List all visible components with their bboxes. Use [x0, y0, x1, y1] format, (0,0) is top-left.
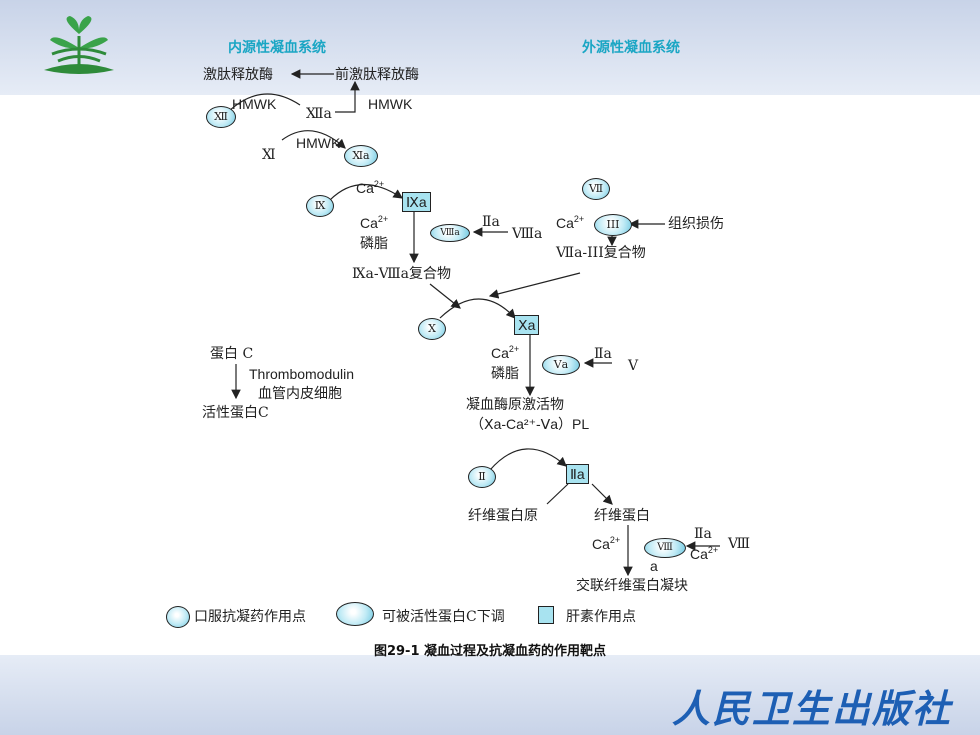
f11-label: Ⅺ — [262, 147, 276, 163]
extrinsic-header: 外源性凝血系统 — [582, 40, 680, 56]
f2-oval: Ⅱ — [468, 466, 496, 488]
hmwk-label-2: HMWK — [368, 96, 413, 112]
ca-label-1: Ca2+ — [356, 179, 385, 197]
kallikrein-label: 激肽释放酶 — [203, 67, 273, 83]
f9-oval: Ⅸ — [306, 195, 334, 217]
f13-oval: Ⅷ — [644, 538, 686, 558]
tissue-damage-label: 组织损伤 — [668, 216, 724, 232]
ca-label-3: Ca2+ — [556, 214, 585, 232]
legend-heparin-icon — [538, 606, 554, 624]
f8a-oval: Ⅷa — [430, 224, 470, 242]
thrombomodulin-label: Thrombomodulin — [249, 366, 355, 382]
prothrombin-activator-label: 凝血酶原激活物 — [466, 397, 564, 413]
f10-oval: Ⅹ — [418, 318, 446, 340]
top-band — [0, 0, 980, 95]
f2a-label-2: Ⅱa — [594, 346, 612, 362]
f5-label: Ⅴ — [628, 358, 639, 374]
prekallikrein-label: 前激肽释放酶 — [335, 67, 419, 83]
phospholipid-label-2: 磷脂 — [491, 366, 519, 382]
legend-protein-c-label: 可被活性蛋白C下调 — [382, 609, 505, 625]
f2a-label-1: Ⅱa — [482, 214, 500, 230]
f5a-oval: Ⅴa — [542, 355, 580, 375]
hmwk-label-1: HMWK — [232, 96, 277, 112]
f9a-f8a-complex-label: Ⅸa-Ⅷa复合物 — [352, 266, 451, 282]
logo-icon — [44, 16, 114, 74]
legend-oral-icon — [166, 606, 190, 628]
figure-caption: 图29-1 凝血过程及抗凝血药的作用靶点 — [373, 644, 607, 659]
legend-oral-label: 口服抗凝药作用点 — [194, 609, 306, 625]
f2a-box: Ⅱa — [566, 464, 589, 484]
ca-label-2: Ca2+ — [360, 214, 389, 232]
active-protein-c-label: 活性蛋白C — [202, 405, 269, 421]
protein-c-label: 蛋白 C — [210, 346, 254, 362]
crosslinked-fibrin-label: 交联纤维蛋白凝块 — [576, 578, 688, 594]
publisher-logo: 人民卫生出版社 — [671, 686, 952, 731]
f13-label: Ⅷ — [728, 536, 751, 552]
legend-heparin-label: 肝素作用点 — [566, 609, 636, 625]
f2a-label-3: Ⅱa — [694, 526, 712, 542]
fibrin-label: 纤维蛋白 — [594, 508, 650, 524]
fibrinogen-label: 纤维蛋白原 — [468, 508, 538, 524]
intrinsic-header: 内源性凝血系统 — [228, 40, 326, 56]
activator-formula-label: （Ⅹa-Ca²⁺-Ⅴa）PL — [470, 416, 590, 432]
f8a-label: Ⅷa — [512, 226, 543, 242]
ca-label-5: Ca2+ — [592, 535, 621, 553]
f12-oval: Ⅻ — [206, 106, 236, 128]
f11a-oval: Ⅺa — [344, 145, 378, 167]
legend-protein-c-icon — [336, 602, 374, 626]
hmwk-label-3: HMWK — [296, 135, 341, 151]
f7a-complex-label: Ⅶa-III复合物 — [556, 245, 646, 261]
phospholipid-label-1: 磷脂 — [360, 236, 388, 252]
endothelial-label: 血管内皮细胞 — [258, 386, 342, 402]
f10a-box: Ⅹa — [514, 315, 540, 335]
ca-label-4: Ca2+ — [491, 344, 520, 362]
ca-label-6: Ca2+ — [690, 545, 719, 563]
f7-oval: Ⅶ — [582, 178, 610, 200]
f3-oval: III — [594, 214, 632, 236]
f12a-label: Ⅻa — [306, 106, 332, 122]
f13-oval-suffix: a — [650, 558, 658, 574]
bottom-band — [0, 655, 980, 735]
f9a-box: Ⅸa — [402, 192, 431, 212]
